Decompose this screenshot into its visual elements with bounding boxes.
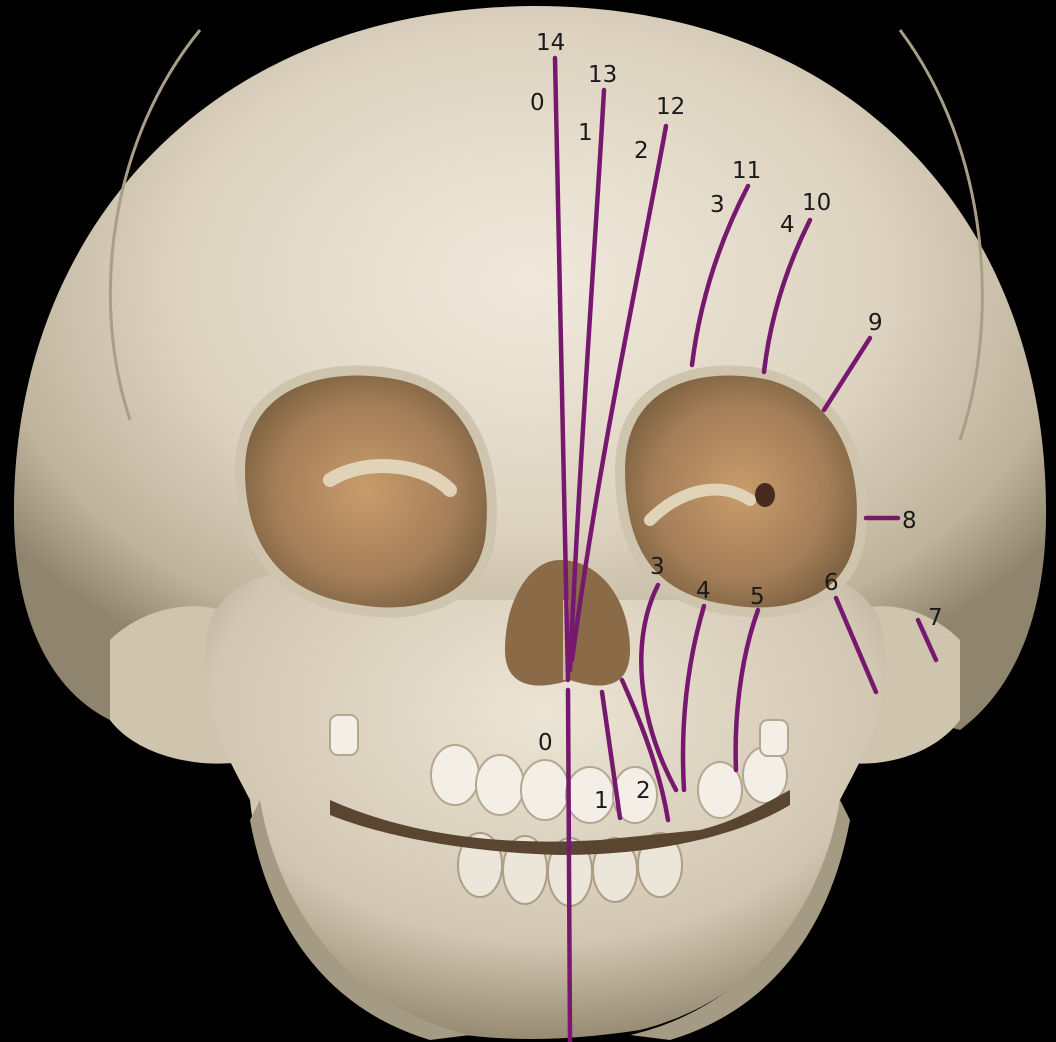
label-3-top: 3 — [710, 192, 725, 218]
label-3-bottom: 3 — [650, 554, 665, 580]
label-2-bottom: 2 — [636, 778, 651, 804]
label-2-top: 2 — [634, 138, 649, 164]
label-6: 6 — [824, 570, 839, 596]
label-1-bottom: 1 — [594, 788, 609, 814]
label-0-top: 0 — [530, 90, 545, 116]
label-10: 10 — [802, 190, 831, 216]
lower-cleft-line-0 — [568, 690, 570, 1042]
label-9: 9 — [868, 310, 883, 336]
label-1-top: 1 — [578, 120, 593, 146]
label-4-bottom: 4 — [696, 578, 711, 604]
label-12: 12 — [656, 94, 685, 120]
label-4-top: 4 — [780, 212, 795, 238]
optic-foramen — [755, 483, 775, 507]
label-5-bottom: 5 — [750, 584, 765, 610]
label-8: 8 — [902, 508, 917, 534]
label-11: 11 — [732, 158, 761, 184]
label-7: 7 — [928, 605, 943, 631]
label-14: 14 — [536, 30, 565, 56]
label-0-bottom: 0 — [538, 730, 553, 756]
label-13: 13 — [588, 62, 617, 88]
